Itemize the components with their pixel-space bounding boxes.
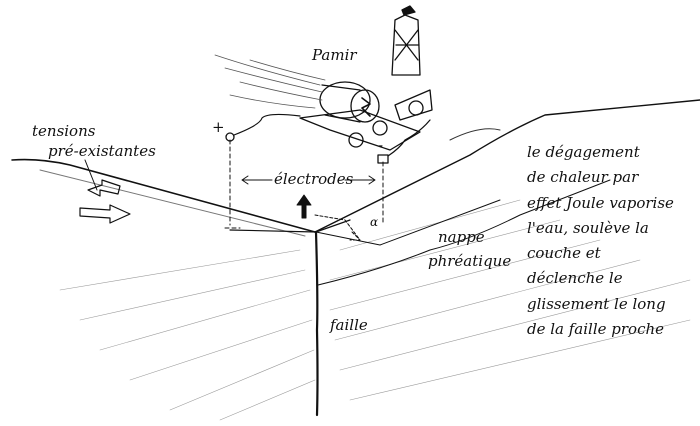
surface-left-edge	[11, 158, 316, 233]
cable-plus	[233, 113, 301, 136]
nappe-label-2: phréatique	[428, 252, 512, 270]
nappe-label-1: nappe	[438, 228, 485, 246]
electrodes-label: électrodes	[274, 170, 354, 188]
note-line: le dégagement	[527, 143, 640, 161]
electrode-plus-line	[224, 139, 241, 229]
fault-line	[314, 230, 319, 417]
note-line: déclenche le	[527, 269, 623, 288]
electrodes-span-arrows	[241, 175, 376, 185]
tensions-label-1: tensions	[32, 122, 96, 140]
note-line: de la faille proche	[527, 320, 665, 339]
slip-arrow	[314, 214, 361, 241]
uplift-arrow	[296, 194, 312, 219]
note-line: de chaleur par	[527, 168, 639, 187]
note-line: glissement le long	[527, 294, 666, 313]
truck-label: Pamir	[312, 46, 357, 64]
note-line: l'eau, soulève la	[527, 218, 649, 237]
faille-label: faille	[330, 316, 368, 334]
tension-pointer	[84, 159, 98, 191]
water-table-line	[317, 179, 611, 286]
pamir-truck	[299, 5, 433, 151]
minus-label: -	[378, 136, 384, 154]
surface-right-edge	[314, 99, 700, 233]
tensions-label-2: pré-existantes	[48, 142, 156, 160]
plus-label: +	[212, 118, 225, 136]
arrow-compression-right	[79, 204, 131, 224]
explanation-note: le dégagement de chaleur par effet Joule…	[527, 140, 699, 342]
electrode-minus-terminal	[377, 154, 389, 164]
note-pointer	[449, 128, 501, 141]
slip-block-edge	[315, 199, 501, 246]
arrow-compression-left	[87, 179, 121, 197]
fault-face-hatching	[59, 199, 691, 421]
surface-left-edge-2	[39, 169, 306, 237]
motion-streaks	[214, 54, 326, 109]
note-line: couche et	[527, 244, 601, 263]
note-line: effet Joule vaporise	[527, 193, 674, 212]
electrode-plus-terminal	[225, 132, 235, 142]
cable-minus	[387, 119, 431, 157]
angle-label: α	[370, 215, 379, 229]
